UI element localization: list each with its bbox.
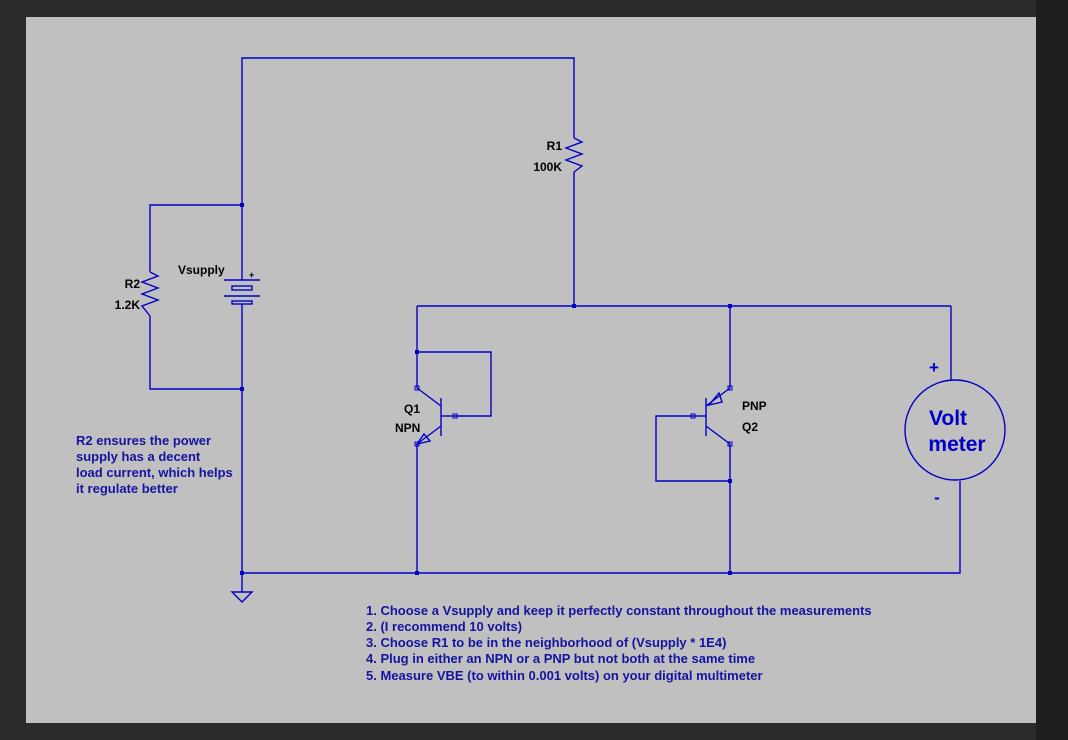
side-note-line: R2 ensures the power (76, 433, 211, 448)
instruction-line: 3. Choose R1 to be in the neighborhood o… (366, 635, 726, 650)
side-note-line: supply has a decent (76, 449, 201, 464)
wires (149, 57, 961, 592)
vsupply-plus-mark: + (249, 270, 254, 280)
r2-value: 1.2K (115, 298, 141, 312)
q1-type: NPN (395, 421, 420, 435)
ground-triangle (230, 591, 254, 603)
junction-dot (240, 571, 244, 575)
window-right-border (1036, 0, 1068, 740)
wire-r2-bottom (149, 316, 242, 390)
resistor-r2-zigzag (140, 271, 160, 317)
voltmeter-label-line2: meter (928, 433, 985, 456)
junction-dot (415, 350, 419, 354)
q2-pin (727, 385, 733, 391)
transistor-q2-pnp[interactable]: PNP Q2 (690, 385, 767, 447)
battery-plate (231, 285, 253, 291)
resistor-r1-zigzag (564, 137, 584, 173)
junction-dot (728, 479, 732, 483)
q2-name: Q2 (742, 420, 758, 434)
side-note: R2 ensures the power supply has a decent… (76, 433, 233, 496)
r1-value: 100K (533, 160, 562, 174)
q1-pin (414, 441, 420, 447)
q1-pin (452, 413, 458, 419)
voltmeter-plus-terminal: + (929, 358, 939, 377)
junction-dot (728, 571, 732, 575)
voltmeter-circle (904, 379, 1006, 481)
resistor-r2[interactable]: R2 1.2K (115, 271, 160, 317)
voltmeter-minus-terminal: - (934, 488, 940, 507)
junction-dot (572, 304, 576, 308)
battery-vsupply[interactable]: Vsupply + (178, 263, 260, 305)
q1-emitter-lead (416, 425, 442, 445)
q1-pin (414, 385, 420, 391)
wire-q1-base-tie (417, 351, 492, 417)
schematic-canvas[interactable] (26, 17, 1036, 723)
wire-meter-minus (242, 481, 961, 574)
voltmeter-label-line1: Volt (929, 407, 967, 430)
wire-r2-top (149, 204, 242, 272)
junction-dot (415, 571, 419, 575)
transistor-q1-npn[interactable]: Q1 NPN (395, 385, 458, 447)
instruction-line: 4. Plug in either an NPN or a PNP but no… (366, 651, 755, 666)
r1-name: R1 (547, 139, 563, 153)
battery-plate (231, 300, 253, 305)
q2-pin (690, 413, 696, 419)
vsupply-name: Vsupply (178, 263, 225, 277)
side-note-line: load current, which helps (76, 465, 233, 480)
q2-emitter-arrow (707, 391, 723, 407)
junction-dot (240, 203, 244, 207)
instruction-line: 2. (I recommend 10 volts) (366, 619, 522, 634)
ground-symbol[interactable] (230, 591, 254, 603)
q2-type: PNP (742, 399, 767, 413)
q2-collector-lead (705, 425, 731, 445)
junction-dot (728, 304, 732, 308)
instructions: 1. Choose a Vsupply and keep it perfectl… (366, 603, 872, 683)
resistor-r1[interactable]: R1 100K (533, 137, 584, 174)
q2-pin (727, 441, 733, 447)
wire-q2-base-tie (655, 415, 730, 482)
wire-top-loop (241, 57, 575, 205)
junctions (240, 203, 732, 575)
q1-collector-lead (416, 387, 442, 407)
voltmeter[interactable]: Volt meter + - (904, 358, 1006, 507)
junction-dot (240, 387, 244, 391)
side-note-line: it regulate better (76, 481, 178, 496)
q1-emitter-arrow (415, 432, 432, 446)
q1-name: Q1 (404, 402, 420, 416)
instruction-line: 5. Measure VBE (to within 0.001 volts) o… (366, 668, 763, 683)
instruction-line: 1. Choose a Vsupply and keep it perfectl… (366, 603, 872, 618)
r2-name: R2 (125, 277, 141, 291)
